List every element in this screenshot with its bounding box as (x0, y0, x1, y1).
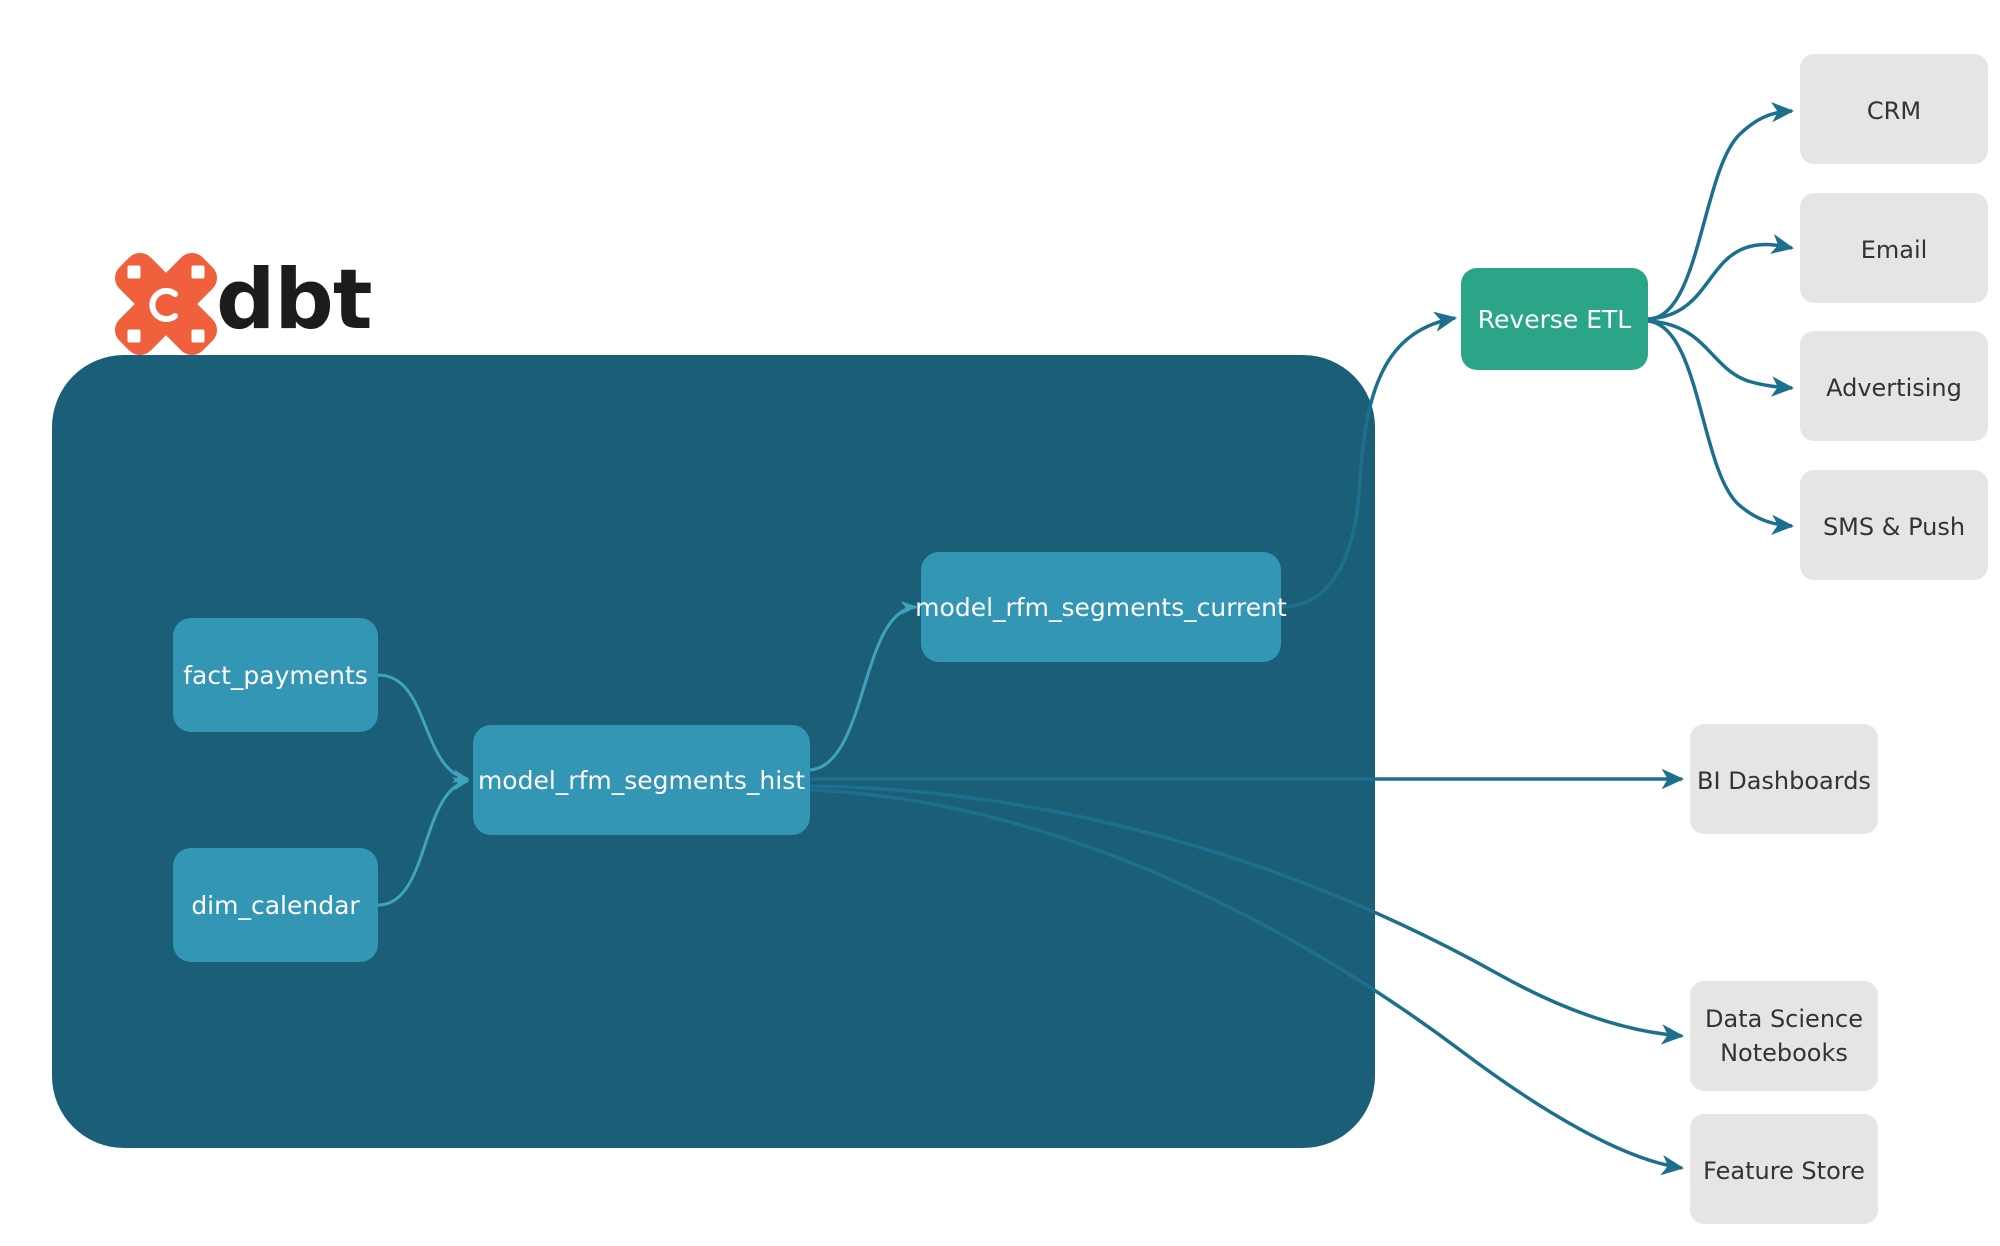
reverse-etl-label: Reverse ETL (1478, 305, 1632, 334)
dbt-logo: dbt (115, 251, 373, 355)
model-node-dim-calendar[interactable]: dim_calendar (173, 848, 378, 962)
edge-dim-calendar-to-hist (377, 777, 470, 907)
edge-hist-to-current (809, 601, 918, 772)
model-node-label: fact_payments (183, 661, 368, 690)
dbt-mark-icon (115, 253, 217, 355)
destination-label: SMS & Push (1823, 513, 1965, 541)
model-node-model-rfm-segments-hist[interactable]: model_rfm_segments_hist (473, 725, 810, 835)
model-node-label: model_rfm_segments_current (915, 593, 1287, 622)
destination-feature-store[interactable]: Feature Store (1690, 1114, 1878, 1224)
dbt-wordmark: dbt (216, 251, 372, 348)
destination-data-science-notebooks[interactable]: Data Science Notebooks (1690, 981, 1878, 1091)
destination-label: CRM (1867, 97, 1921, 125)
destination-advertising[interactable]: Advertising (1800, 331, 1988, 441)
model-node-label: dim_calendar (191, 891, 360, 920)
model-node-model-rfm-segments-current[interactable]: model_rfm_segments_current (915, 552, 1287, 662)
model-node-label: model_rfm_segments_hist (478, 766, 805, 795)
destination-label: Advertising (1826, 374, 1962, 402)
edge-reverse-etl-to-sms-push (1647, 319, 1795, 535)
destination-crm[interactable]: CRM (1800, 54, 1988, 164)
destination-label-line-2: Notebooks (1720, 1039, 1848, 1067)
model-node-fact-payments[interactable]: fact_payments (173, 618, 378, 732)
destination-label-line-1: Data Science (1705, 1005, 1863, 1033)
edges-outside (809, 102, 1795, 1176)
edge-reverse-etl-to-email (1647, 233, 1795, 321)
destination-bi-dashboards[interactable]: BI Dashboards (1690, 724, 1878, 834)
edge-hist-to-data-science-notebooks (809, 784, 1685, 1045)
reverse-etl-node[interactable]: Reverse ETL (1461, 268, 1648, 370)
edge-hist-to-feature-store (809, 788, 1685, 1176)
destination-label: Feature Store (1703, 1157, 1865, 1185)
edge-current-to-reverse-etl (1280, 311, 1458, 609)
destination-sms-push[interactable]: SMS & Push (1800, 470, 1988, 580)
edge-fact-payments-to-hist (377, 673, 470, 783)
edge-reverse-etl-to-advertising (1647, 319, 1795, 397)
destination-label: BI Dashboards (1697, 767, 1871, 795)
edges-inside (377, 601, 918, 907)
edge-reverse-etl-to-crm (1647, 102, 1795, 321)
destination-label: Email (1861, 236, 1928, 264)
destination-email[interactable]: Email (1800, 193, 1988, 303)
